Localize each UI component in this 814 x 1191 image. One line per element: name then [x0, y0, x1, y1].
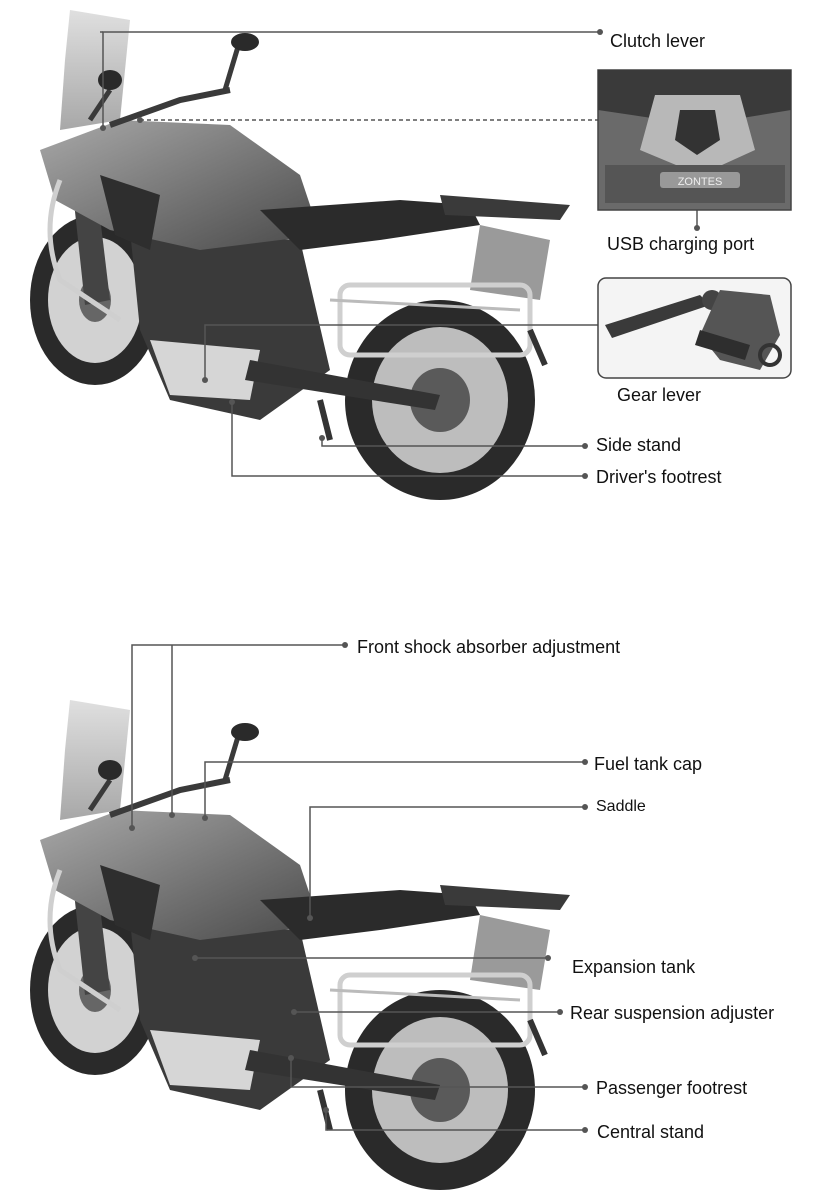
leader-dot: [582, 1127, 588, 1133]
target-dot: [137, 117, 143, 123]
label-usb-charging-port: USB charging port: [607, 234, 755, 254]
label-central-stand: Central stand: [597, 1122, 705, 1142]
target-dot: [129, 825, 135, 831]
label-rear-suspension-adjuster: Rear suspension adjuster: [570, 1003, 775, 1023]
label-gear-lever: Gear lever: [617, 385, 702, 405]
label-expansion-tank: Expansion tank: [572, 957, 696, 977]
label-front-shock-adjustment: Front shock absorber adjustment: [357, 637, 621, 657]
target-dot: [323, 1107, 329, 1113]
leader-dot: [545, 955, 551, 961]
leader-dot: [342, 642, 348, 648]
target-dot: [202, 377, 208, 383]
label-fuel-tank-cap: Fuel tank cap: [594, 754, 703, 774]
leader-dot: [582, 1084, 588, 1090]
leader-dot: [582, 443, 588, 449]
motorcycle-left-view: [30, 10, 570, 500]
inset-gear-lever: [597, 277, 792, 379]
target-dot: [229, 399, 235, 405]
leader-dot: [582, 759, 588, 765]
inset-usb-port: ZONTES: [597, 69, 792, 211]
label-drivers-footrest: Driver's footrest: [596, 467, 722, 487]
label-saddle: Saddle: [596, 798, 646, 815]
target-dot: [192, 955, 198, 961]
label-clutch-lever: Clutch lever: [610, 31, 706, 51]
label-side-stand: Side stand: [596, 435, 682, 455]
target-dot: [202, 815, 208, 821]
leader-dot: [582, 473, 588, 479]
motorcycle-left-view-lower: [30, 700, 570, 1190]
target-dot: [169, 812, 175, 818]
target-dot: [288, 1055, 294, 1061]
target-dot: [307, 915, 313, 921]
inset-logo: ZONTES: [678, 176, 723, 188]
leader-dot: [694, 225, 700, 231]
target-dot: [319, 435, 325, 441]
leader-dot: [557, 1009, 563, 1015]
label-passenger-footrest: Passenger footrest: [596, 1078, 748, 1098]
target-dot: [100, 125, 106, 131]
leader-dot: [582, 804, 588, 810]
target-dot: [291, 1009, 297, 1015]
leader-dot: [597, 29, 603, 35]
